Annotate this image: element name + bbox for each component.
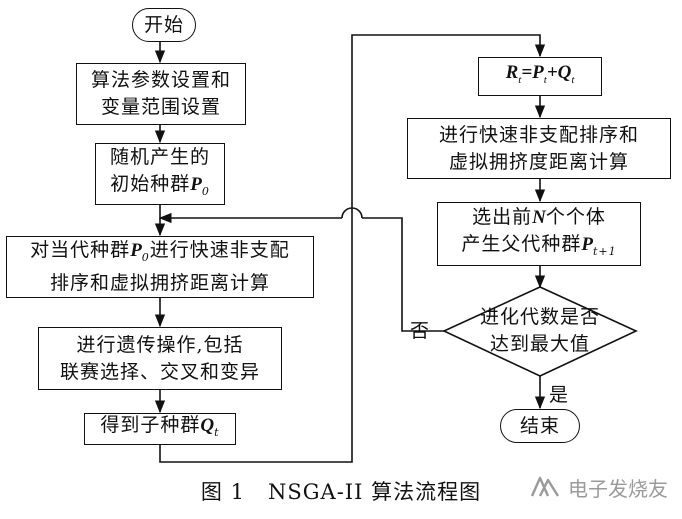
sort-node: 进行快速非支配排序和 虚拟拥挤度距离计算 [407, 118, 671, 179]
merge-formula: Rt=Pt+Qt [505, 62, 575, 86]
caption-figure-number: 图 1 [200, 480, 245, 504]
genetic-ops-node: 进行遗传操作,包括 联赛选择、交叉和变异 [38, 327, 282, 390]
setup-node: 算法参数设置和 变量范围设置 [76, 63, 246, 125]
current-line-2: 排序和虚拟拥挤距离计算 [49, 272, 270, 295]
decision-diamond [442, 286, 638, 377]
end-label: 结束 [519, 414, 560, 437]
init-population-node: 随机产生的 初始种群P0 [95, 143, 225, 205]
select-line-1: 选出前N个个体 [472, 205, 606, 228]
init-line-1: 随机产生的 [109, 145, 210, 168]
select-node: 选出前N个个体 产生父代种群Pt+1 [437, 202, 641, 266]
setup-line-1: 算法参数设置和 [90, 69, 231, 91]
current-line-1: 对当代种群P0进行快速非支配 [30, 238, 290, 264]
decision-text: 进化代数是否 达到最大值 [470, 302, 610, 360]
start-node: 开始 [132, 8, 196, 42]
watermark-logo-icon [530, 476, 560, 497]
init-line-2: 初始种群P0 [110, 172, 210, 198]
line-offspring-to-merge [159, 34, 546, 463]
decision-line-1: 进化代数是否 [479, 306, 600, 328]
genetic-line-1: 进行遗传操作,包括 [76, 333, 244, 356]
sort-line-2: 虚拟拥挤度距离计算 [448, 150, 629, 173]
end-node: 结束 [500, 409, 580, 443]
genetic-line-2: 联赛选择、交叉和变异 [59, 360, 260, 383]
watermark: 电子发烧友 [528, 472, 668, 502]
decision-line-2: 达到最大值 [489, 333, 590, 355]
select-line-2: 产生父代种群Pt+1 [461, 232, 617, 258]
figure-caption: 图 1 NSGA-II 算法流程图 [0, 476, 682, 506]
current-population-node: 对当代种群P0进行快速非支配 排序和虚拟拥挤距离计算 [6, 236, 314, 298]
line-decision-no-feedback [362, 217, 444, 332]
sort-line-1: 进行快速非支配排序和 [438, 123, 639, 146]
label-no: 否 [410, 320, 430, 342]
merge-node: Rt=Pt+Qt [478, 57, 602, 96]
line-hop-over [341, 207, 363, 219]
caption-title: NSGA-II 算法流程图 [268, 480, 482, 504]
label-yes: 是 [549, 384, 569, 406]
watermark-text: 电子发烧友 [568, 476, 668, 501]
offspring-label: 得到子种群Qt [100, 414, 220, 439]
setup-line-2: 变量范围设置 [100, 96, 221, 118]
offspring-node: 得到子种群Qt [84, 413, 236, 445]
start-label: 开始 [143, 13, 184, 36]
